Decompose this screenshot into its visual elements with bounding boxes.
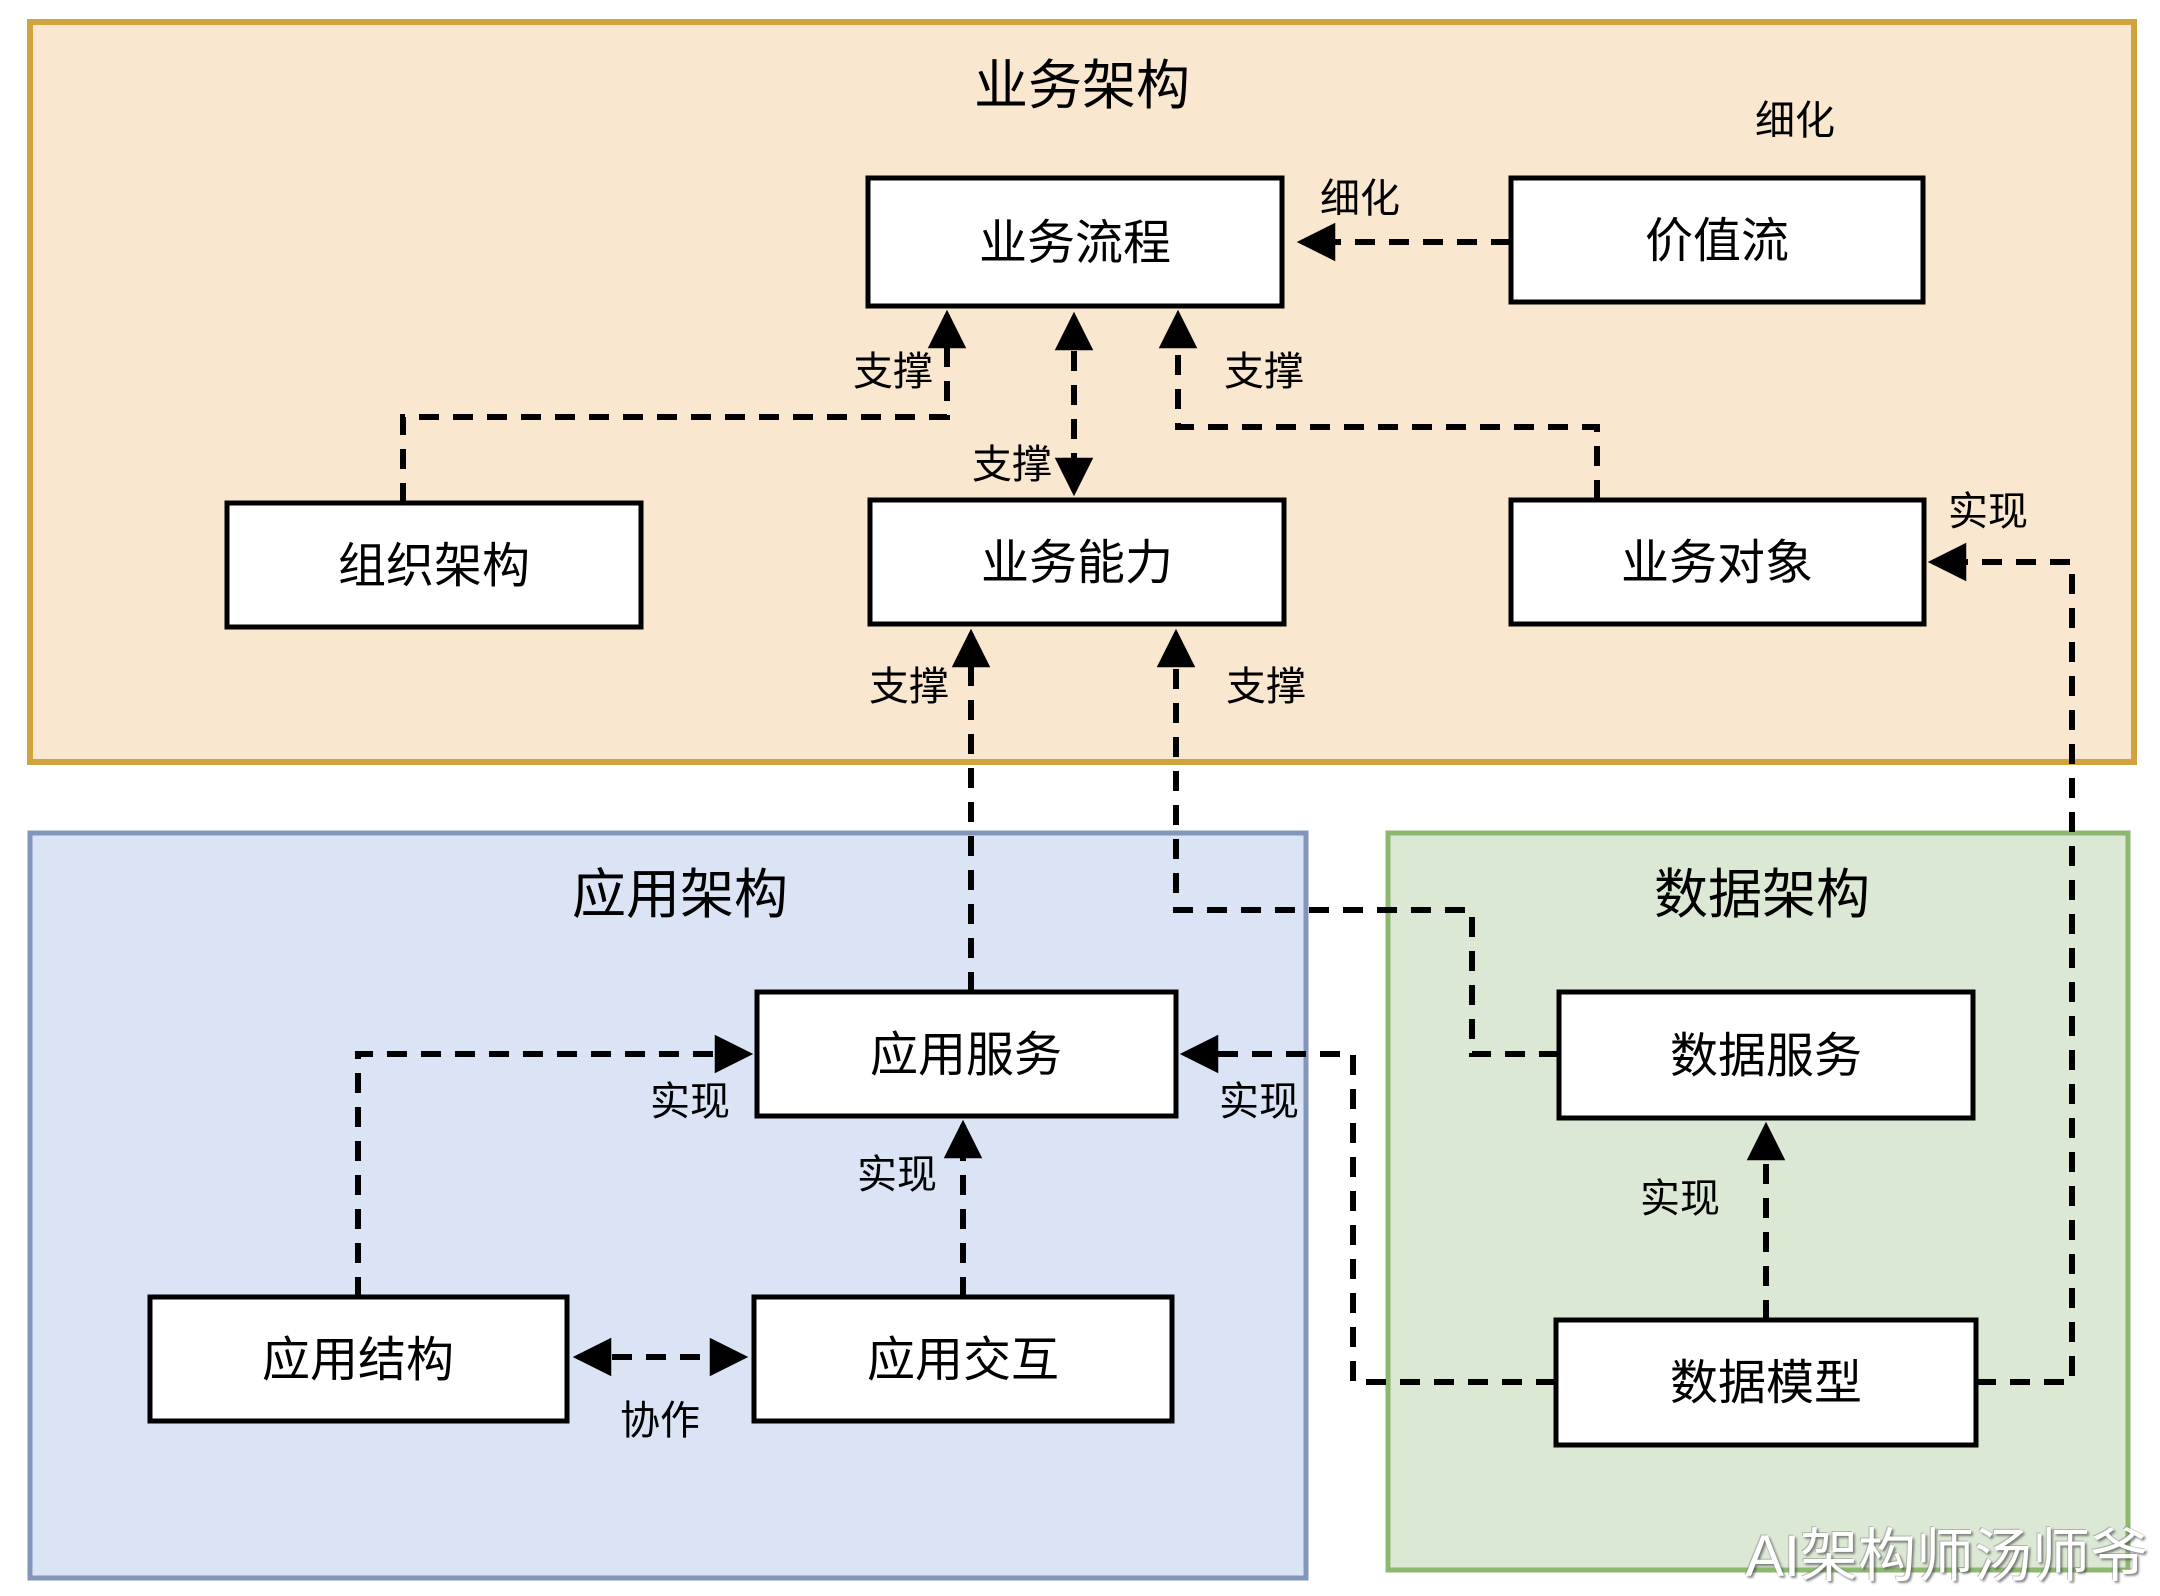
node-biz-process: 业务流程 [865,175,1285,309]
node-value-stream: 价值流 [1508,175,1926,305]
watermark-text: AI架构师汤师爷 [1745,1524,2148,1589]
region-title-application: 应用架构 [572,865,788,925]
edge-label-support-center: 支撑 [972,443,1052,487]
edge-label-support-left: 支撑 [853,350,933,394]
node-app-structure: 应用结构 [147,1294,570,1424]
edge-label-support-right: 支撑 [1224,350,1304,394]
node-biz-capability: 业务能力 [867,497,1287,627]
edge-datamodel-realizes-bizobject [1927,542,2075,1385]
region-application-architecture [27,830,1309,1581]
node-data-service: 数据服务 [1556,989,1976,1121]
node-label-org-structure: 组织架构 [338,540,530,593]
node-label-value-stream: 价值流 [1645,215,1789,268]
node-app-interaction: 应用交互 [751,1294,1175,1424]
edge-label-collaborate: 协作 [620,1399,700,1443]
edge-label-realize-app-bottom: 实现 [857,1153,937,1197]
region-title-data: 数据架构 [1654,865,1870,925]
edge-label-realize-bizobject: 实现 [1948,490,2028,534]
node-label-app-structure: 应用结构 [262,1334,454,1387]
node-org-structure: 组织架构 [224,500,644,630]
node-biz-object: 业务对象 [1508,497,1927,627]
node-label-biz-capability: 业务能力 [981,537,1173,590]
node-label-data-model: 数据模型 [1670,1357,1862,1410]
edge-appstructure-realizes-appservice [355,1034,754,1297]
node-label-biz-object: 业务对象 [1621,537,1813,590]
edge-label-realize-data: 实现 [1640,1177,1720,1221]
edge-label-support-bottom-right: 支撑 [1226,665,1306,709]
region-title-business: 业务架构 [974,56,1190,116]
edge-bizobject-supports-bizprocess [1158,309,1600,500]
edge-dataservice-supports-bizcapability [1156,628,1559,1057]
edge-label-realize-app-right: 实现 [1219,1080,1299,1124]
edge-datamodel-realizes-appservice [1179,1034,1556,1385]
node-app-service: 应用服务 [754,989,1179,1119]
node-label-app-interaction: 应用交互 [867,1334,1059,1387]
node-label-app-service: 应用服务 [870,1029,1062,1082]
node-label-biz-process: 业务流程 [979,217,1171,270]
edge-orgstructure-supports-bizprocess [400,309,967,503]
edge-label-refine-top: 细化 [1755,99,1835,143]
edge-label-support-bottom-left: 支撑 [869,665,949,709]
edge-label-refine: 细化 [1320,177,1400,221]
region-data-architecture [1385,830,2131,1573]
edge-label-realize-app-left: 实现 [650,1080,730,1124]
node-data-model: 数据模型 [1553,1317,1979,1448]
node-label-data-service: 数据服务 [1670,1030,1862,1083]
